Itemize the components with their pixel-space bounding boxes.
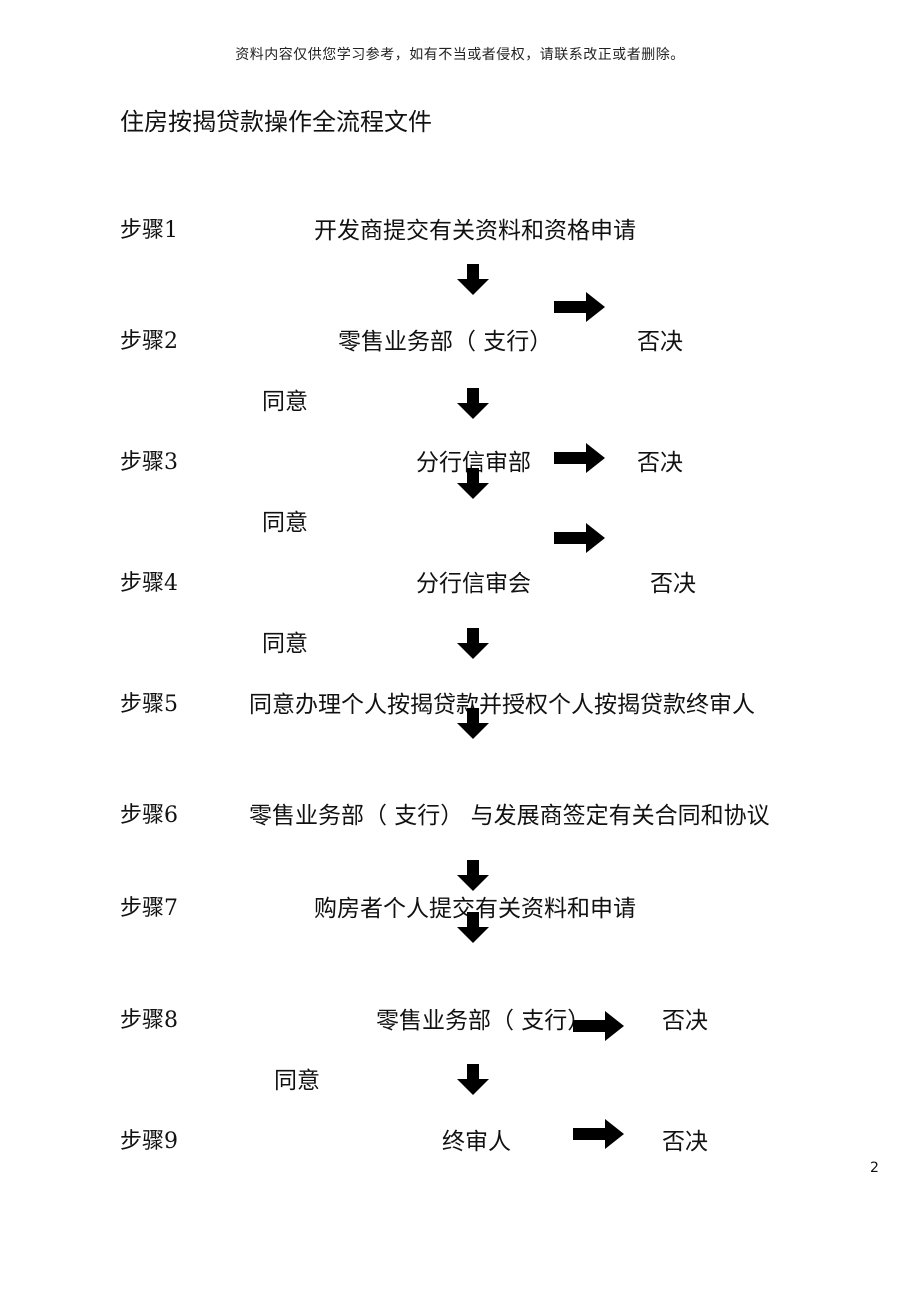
down-arrow-icon bbox=[456, 860, 490, 892]
down-arrow-icon bbox=[456, 708, 490, 740]
right-arrow-icon bbox=[573, 1118, 625, 1150]
right-arrow-icon bbox=[573, 1010, 625, 1042]
step-label-2: 步骤2 bbox=[120, 329, 178, 354]
step-text-8: 零售业务部（ 支行） bbox=[376, 1008, 591, 1034]
down-arrow-icon bbox=[456, 264, 490, 296]
step-label-9: 步骤9 bbox=[120, 1129, 178, 1154]
agree-label-8: 同意 bbox=[274, 1068, 320, 1094]
agree-label-2: 同意 bbox=[262, 389, 308, 415]
reject-label-4: 否决 bbox=[650, 571, 696, 597]
document-title: 住房按揭贷款操作全流程文件 bbox=[120, 108, 432, 136]
disclaimer-note: 资料内容仅供您学习参考，如有不当或者侵权，请联系改正或者删除。 bbox=[235, 47, 685, 63]
reject-label-9: 否决 bbox=[662, 1129, 708, 1155]
step-label-1: 步骤1 bbox=[120, 218, 178, 243]
right-arrow-icon bbox=[554, 291, 606, 323]
agree-label-4: 同意 bbox=[262, 631, 308, 657]
step-label-6: 步骤6 bbox=[120, 803, 178, 828]
right-arrow-icon bbox=[554, 442, 606, 474]
step-text-9: 终审人 bbox=[442, 1129, 511, 1155]
step-label-4: 步骤4 bbox=[120, 571, 178, 596]
step-label-3: 步骤3 bbox=[120, 450, 178, 475]
down-arrow-icon bbox=[456, 468, 490, 500]
page-number: 2 bbox=[870, 1160, 879, 1176]
step-label-5: 步骤5 bbox=[120, 692, 178, 717]
down-arrow-icon bbox=[456, 912, 490, 944]
step-text-1: 开发商提交有关资料和资格申请 bbox=[314, 218, 636, 244]
step-label-8: 步骤8 bbox=[120, 1008, 178, 1033]
step-label-7: 步骤7 bbox=[120, 896, 178, 921]
step-text-6: 零售业务部（ 支行） 与发展商签定有关合同和协议 bbox=[249, 803, 770, 829]
down-arrow-icon bbox=[456, 1064, 490, 1096]
reject-label-2: 否决 bbox=[637, 329, 683, 355]
step-text-5: 同意办理个人按揭贷款并授权个人按揭贷款终审人 bbox=[249, 692, 755, 718]
reject-label-8: 否决 bbox=[662, 1008, 708, 1034]
step-text-4: 分行信审会 bbox=[416, 571, 531, 597]
step-text-2: 零售业务部（ 支行） bbox=[338, 329, 553, 355]
reject-label-3: 否决 bbox=[637, 450, 683, 476]
agree-label-3: 同意 bbox=[262, 510, 308, 536]
down-arrow-icon bbox=[456, 388, 490, 420]
right-arrow-icon bbox=[554, 522, 606, 554]
down-arrow-icon bbox=[456, 628, 490, 660]
